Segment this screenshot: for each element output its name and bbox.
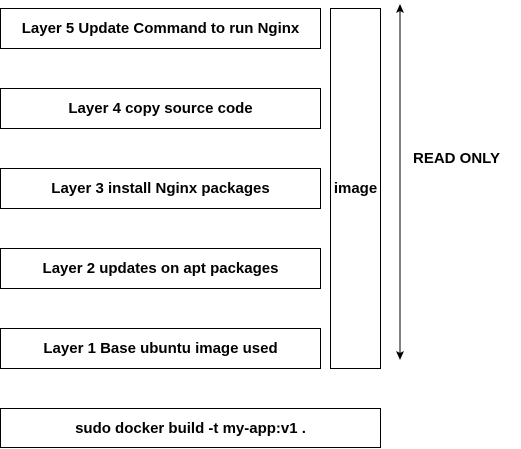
image-box: image (330, 8, 381, 369)
arrow-head-up (396, 4, 404, 13)
layer-5-box: Layer 5 Update Command to run Nginx (0, 8, 321, 49)
layer-4-box: Layer 4 copy source code (0, 88, 321, 129)
layer-2-label: Layer 2 updates on apt packages (42, 260, 279, 277)
layer-1-box: Layer 1 Base ubuntu image used (0, 328, 321, 369)
read-only-label: READ ONLY (413, 150, 500, 167)
layer-5-label: Layer 5 Update Command to run Nginx (21, 20, 300, 37)
build-command-text: sudo docker build -t my-app:v1 . (75, 419, 306, 437)
layer-3-label: Layer 3 install Nginx packages (51, 180, 270, 197)
layer-3-box: Layer 3 install Nginx packages (0, 168, 321, 209)
layer-2-box: Layer 2 updates on apt packages (0, 248, 321, 289)
layer-1-label: Layer 1 Base ubuntu image used (43, 340, 278, 357)
arrow-head-down (396, 351, 404, 360)
image-label: image (333, 180, 378, 197)
layer-4-label: Layer 4 copy source code (68, 100, 253, 117)
read-only-double-arrow (396, 4, 404, 360)
build-command-box: sudo docker build -t my-app:v1 . (0, 408, 381, 448)
